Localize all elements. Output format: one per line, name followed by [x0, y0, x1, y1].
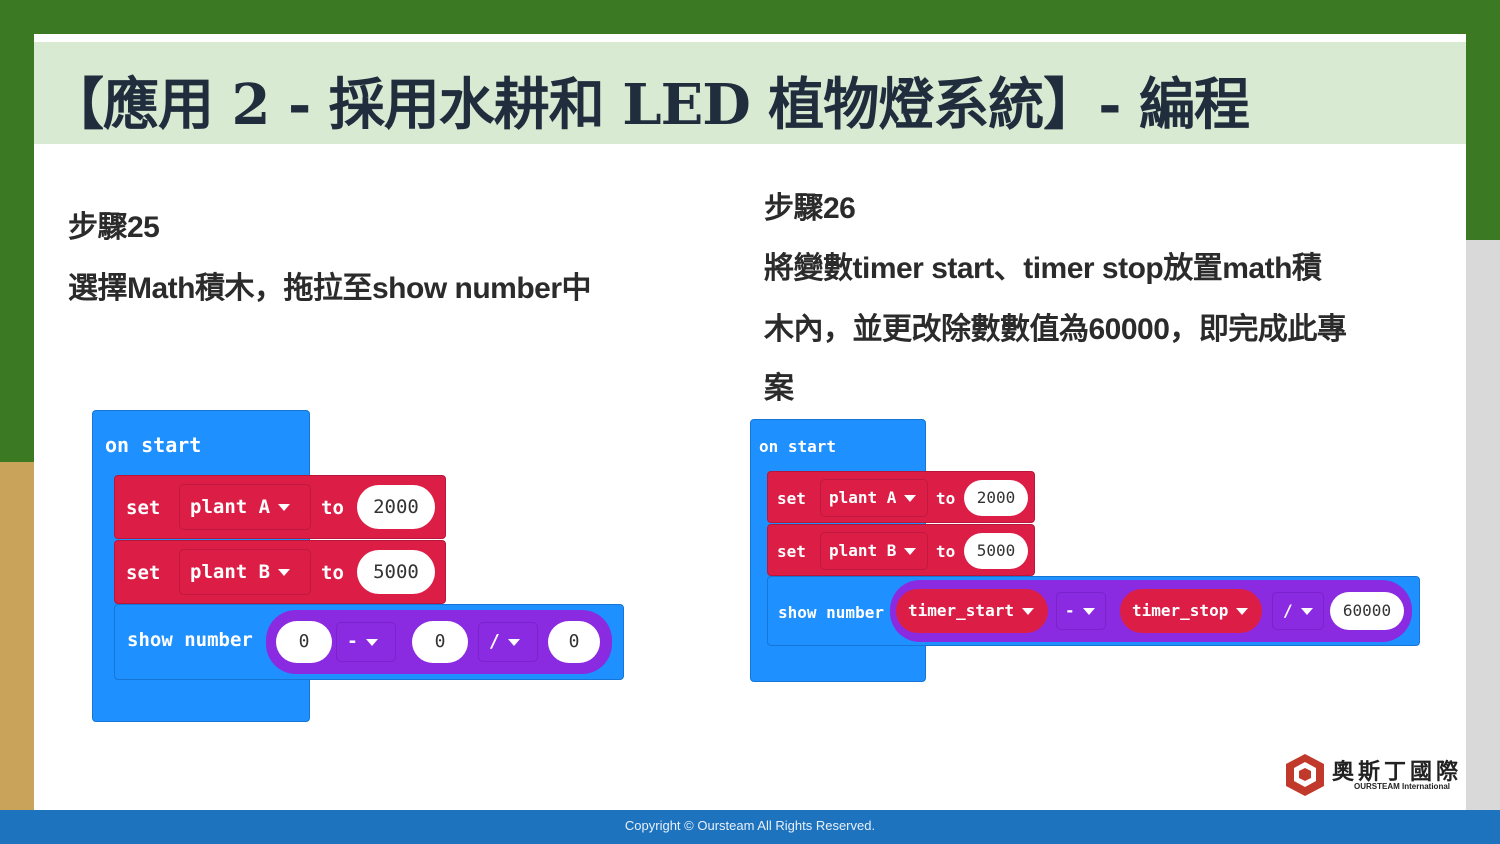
- left-math-op2-dropdown[interactable]: /: [478, 622, 538, 662]
- left-set2-to: to: [321, 562, 344, 584]
- right-math-b: timer_stop: [1132, 601, 1229, 620]
- right-show-number-label: show number: [778, 603, 884, 622]
- right-math-op1-dropdown[interactable]: -: [1056, 592, 1106, 630]
- logo-sub: OURSTEAM International: [1354, 782, 1451, 791]
- right-set1-keyword: set: [777, 489, 806, 508]
- left-show-number-label: show number: [127, 629, 253, 651]
- step26-line3: 案: [764, 372, 794, 405]
- left-set-plant-b-block[interactable]: set plant B to 5000: [114, 540, 446, 604]
- right-set1-to: to: [936, 489, 956, 508]
- left-math-op1-dropdown[interactable]: -: [336, 622, 396, 662]
- copyright-text: Copyright © Oursteam All Rights Reserved…: [624, 818, 876, 833]
- chevron-down-icon: [904, 548, 917, 555]
- step25-text: 選擇Math積木，拖拉至show number中: [68, 272, 592, 305]
- left-on-start-label: on start: [105, 433, 202, 457]
- right-set1-value-input[interactable]: 2000: [964, 480, 1028, 516]
- left-set1-to: to: [321, 497, 344, 519]
- chevron-down-icon: [904, 495, 917, 502]
- logo-cube-icon: [1286, 754, 1324, 796]
- chevron-down-icon: [507, 638, 520, 646]
- left-set2-value-input[interactable]: 5000: [357, 550, 435, 594]
- chevron-down-icon: [1236, 608, 1249, 615]
- right-math-c-input[interactable]: 60000: [1330, 592, 1404, 630]
- right-math-op2: /: [1283, 601, 1293, 620]
- left-set2-var: plant B: [190, 561, 271, 583]
- left-set1-var-dropdown[interactable]: plant A: [179, 484, 311, 530]
- left-set1-keyword: set: [126, 497, 161, 519]
- right-math-op1: -: [1065, 601, 1075, 620]
- right-set2-value-input[interactable]: 5000: [964, 533, 1028, 569]
- left-math-op1: -: [347, 631, 358, 652]
- right-set2-var: plant B: [829, 541, 897, 560]
- logo-name: 奧斯丁國際: [1332, 759, 1463, 784]
- left-math-op2: /: [489, 631, 500, 652]
- right-set2-keyword: set: [777, 542, 806, 561]
- right-set2-to: to: [936, 542, 956, 561]
- left-set1-value-input[interactable]: 2000: [357, 485, 435, 529]
- right-timer-start-pill[interactable]: timer_start: [896, 589, 1048, 633]
- left-math-c-input[interactable]: 0: [548, 621, 600, 663]
- slide: 【應用 2 - 採用水耕和 LED 植物燈系統】- 編程 步驟25 選擇Math…: [34, 34, 1466, 810]
- chevron-down-icon: [1021, 608, 1034, 615]
- right-set-plant-a-block[interactable]: set plant A to 2000: [767, 471, 1035, 523]
- footer-bar: [0, 810, 1500, 844]
- left-math-b-input[interactable]: 0: [412, 621, 468, 663]
- left-set-plant-a-block[interactable]: set plant A to 2000: [114, 475, 446, 539]
- right-on-start-label: on start: [759, 437, 837, 456]
- right-math-block[interactable]: timer_start - timer_stop / 60000: [890, 580, 1412, 642]
- chevron-down-icon: [278, 504, 291, 511]
- right-set1-var-dropdown[interactable]: plant A: [820, 479, 928, 517]
- chevron-down-icon: [1082, 608, 1095, 615]
- right-set2-var-dropdown[interactable]: plant B: [820, 532, 928, 570]
- left-set1-var: plant A: [190, 496, 271, 518]
- logo: 奧斯丁國際 OURSTEAM International: [1284, 752, 1464, 800]
- right-set-plant-b-block[interactable]: set plant B to 5000: [767, 524, 1035, 576]
- right-timer-stop-pill[interactable]: timer_stop: [1120, 589, 1262, 633]
- slide-title: 【應用 2 - 採用水耕和 LED 植物燈系統】- 編程: [48, 72, 1250, 138]
- step26-line2: 木內，並更改除數數值為60000，即完成此專: [764, 313, 1347, 346]
- step25-heading: 步驟25: [68, 211, 160, 244]
- right-set1-var: plant A: [829, 488, 897, 507]
- left-set2-var-dropdown[interactable]: plant B: [179, 549, 311, 595]
- chevron-down-icon: [278, 569, 291, 576]
- left-math-block[interactable]: 0 - 0 / 0: [266, 610, 612, 674]
- chevron-down-icon: [1300, 608, 1313, 615]
- step26-line1: 將變數timer start、timer stop放置math積: [764, 252, 1322, 285]
- title-bar: 【應用 2 - 採用水耕和 LED 植物燈系統】- 編程: [34, 42, 1466, 144]
- right-math-op2-dropdown[interactable]: /: [1272, 592, 1324, 630]
- step26-heading: 步驟26: [764, 192, 856, 225]
- chevron-down-icon: [365, 638, 378, 646]
- left-math-a-input[interactable]: 0: [276, 621, 332, 663]
- right-math-a: timer_start: [908, 601, 1014, 620]
- left-set2-keyword: set: [126, 562, 161, 584]
